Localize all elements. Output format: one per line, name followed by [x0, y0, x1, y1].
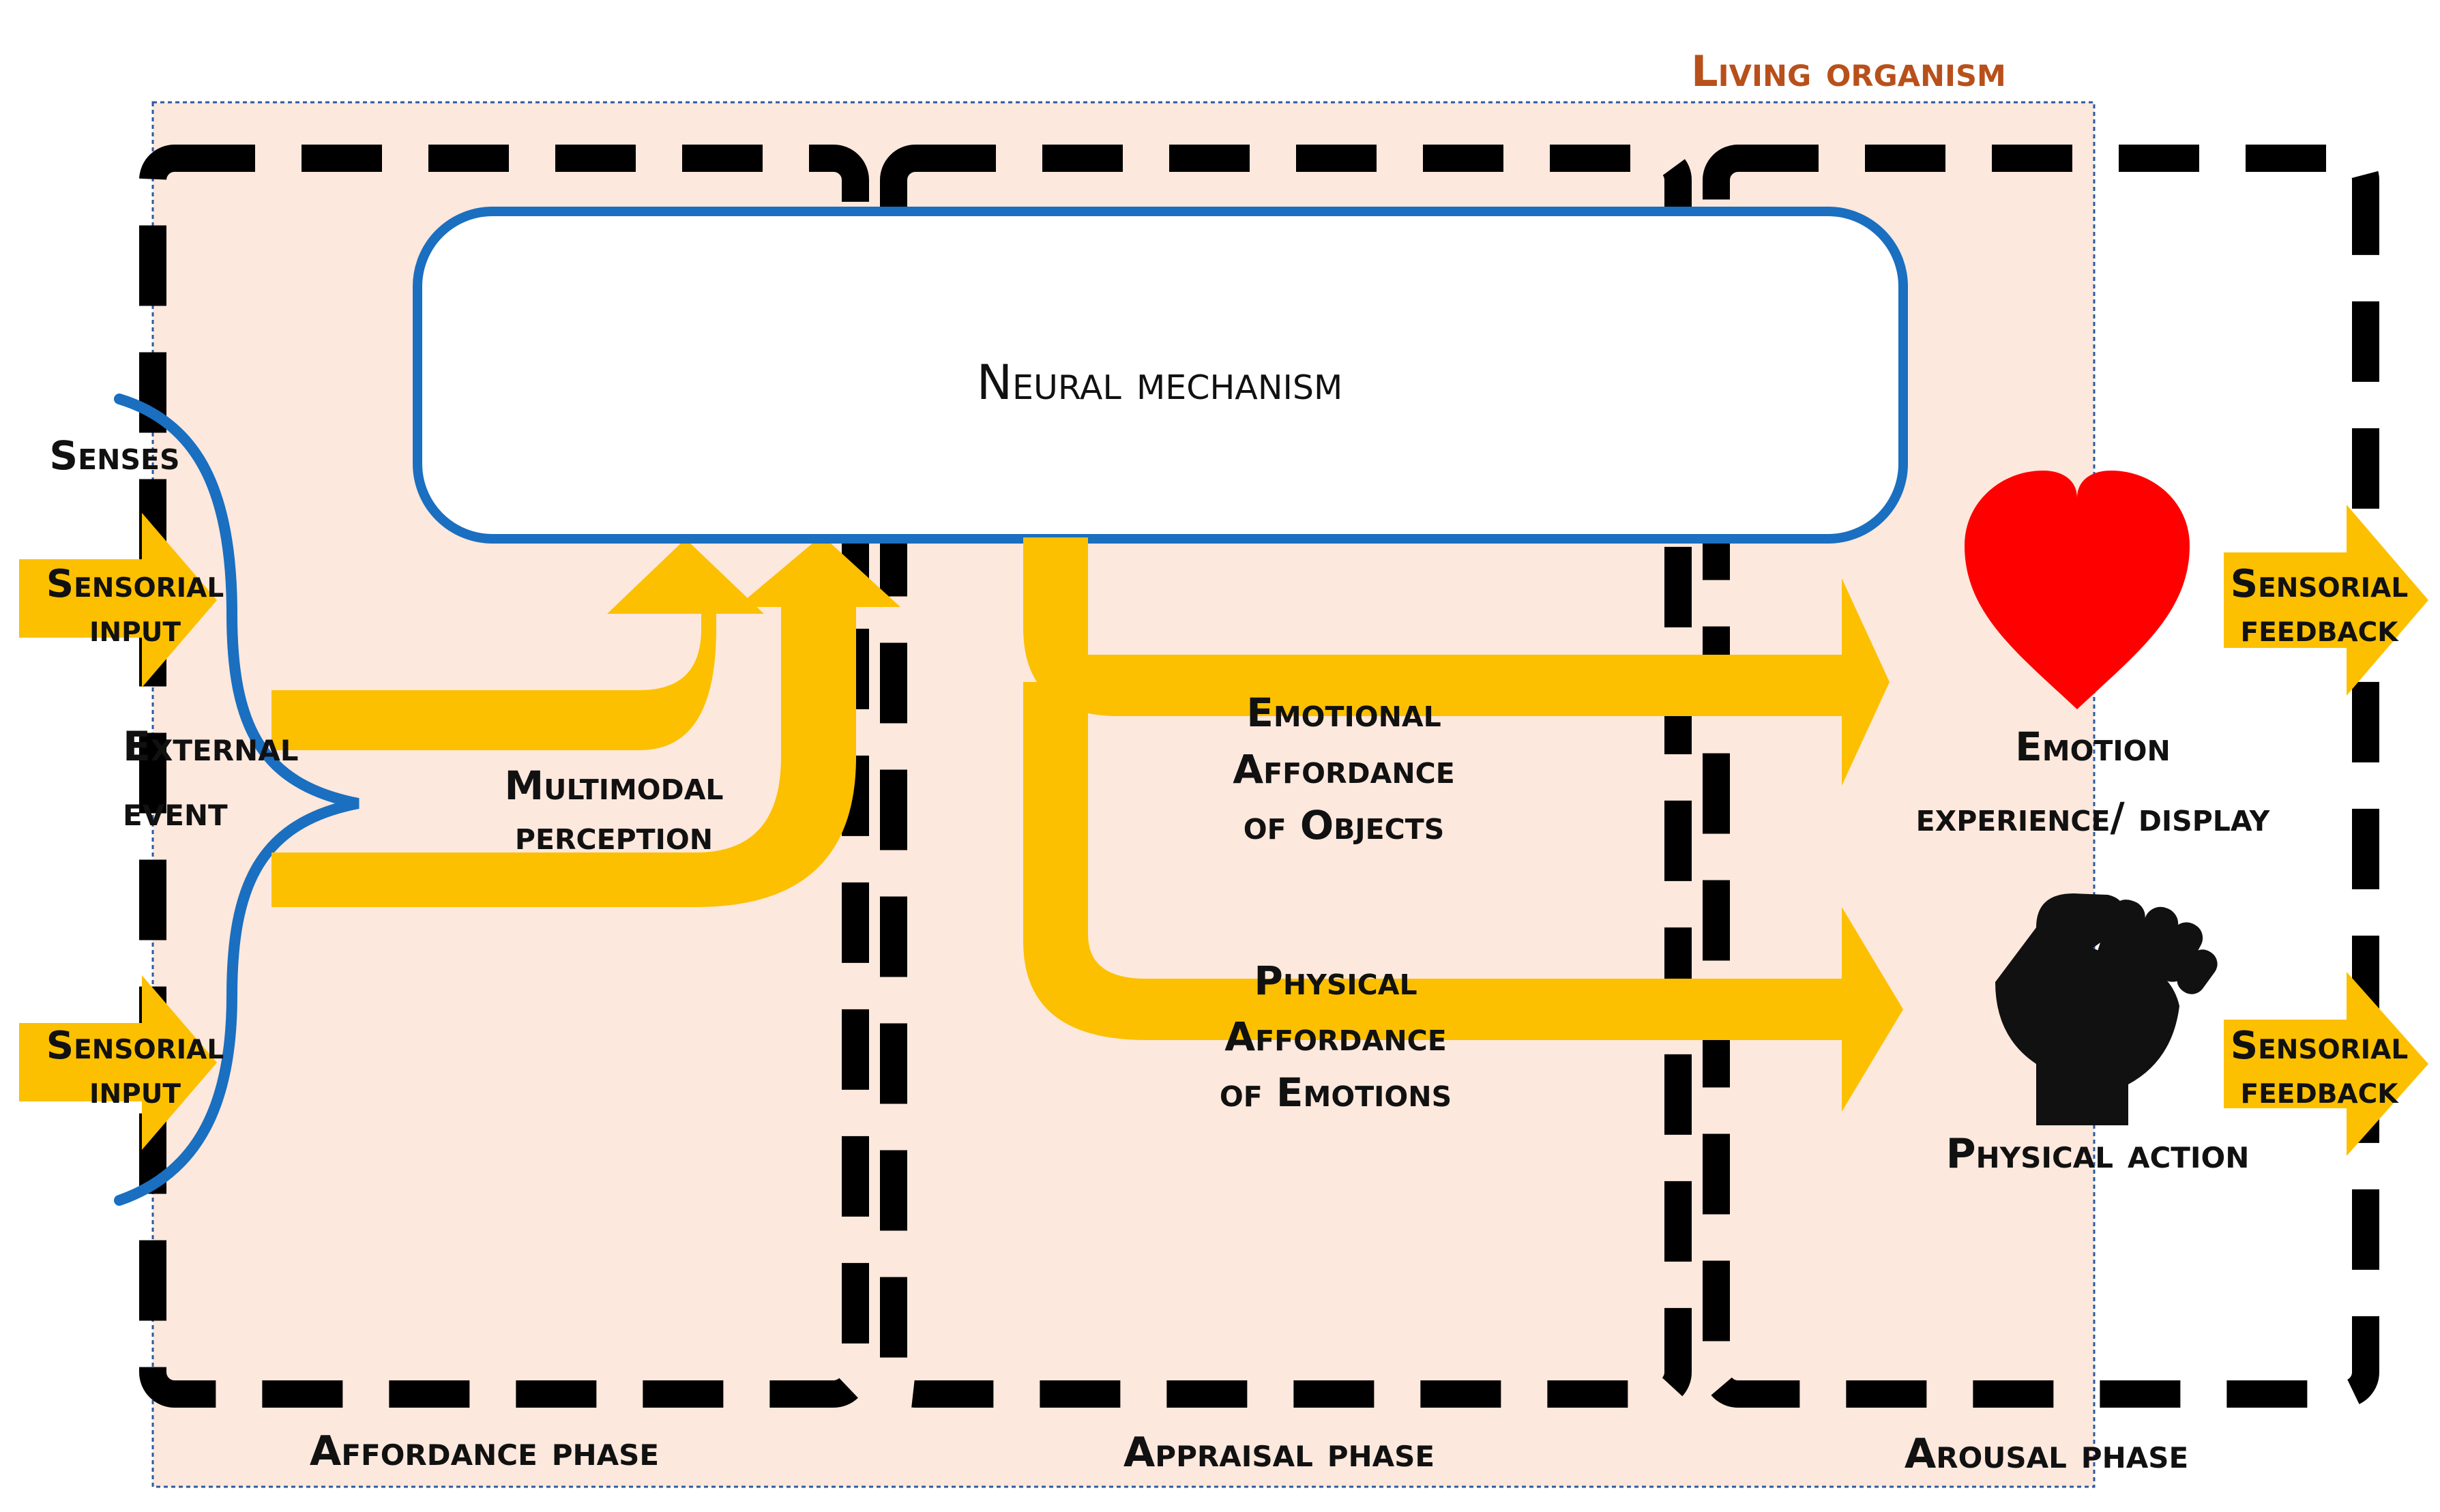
appraisal-phase-box	[880, 145, 1692, 1408]
external-event-label: External event	[123, 723, 298, 835]
sensorial-feedback-bottom-line-2: feedback	[2240, 1068, 2399, 1112]
living-organism-title: Living organism	[1691, 46, 2006, 96]
physical-affordance-arrow[interactable]	[1023, 682, 1903, 1112]
affordance-phase-box	[139, 145, 869, 1408]
emotion-line-1: Emotion	[2015, 724, 2171, 770]
emotional-affordance-label: Emotional Affordance of Objects	[1233, 690, 1455, 848]
sensorial-feedback-bottom-line-1: Sensorial	[2231, 1024, 2408, 1068]
sensorial-input-label-bottom: Sensorial input	[46, 1024, 224, 1112]
senses-label: Senses	[49, 432, 179, 479]
sensorial-input-label-top: Sensorial input	[46, 562, 224, 651]
physical-affordance-label: Physical Affordance of Emotions	[1220, 958, 1452, 1116]
affordance-phase-label: Affordance phase	[310, 1427, 659, 1475]
phase-labels: Affordance phase Appraisal phase Arousal…	[310, 1427, 2188, 1478]
sensorial-feedback-label-top: Sensorial feedback	[2231, 562, 2408, 651]
sensorial-input-arrow-bottom[interactable]	[19, 975, 217, 1150]
senses-brace	[114, 394, 359, 1206]
fist-icon	[1995, 893, 2218, 1125]
emotion-label: Emotion experience/ display	[1916, 724, 2271, 840]
sensorial-feedback-arrow-bottom[interactable]	[2224, 972, 2428, 1156]
emotional-affordance-line-3: of Objects	[1244, 802, 1444, 848]
heart-icon	[1965, 471, 2190, 709]
sensorial-feedback-arrow-top[interactable]	[2224, 505, 2428, 696]
arousal-phase-label: Arousal phase	[1905, 1430, 2188, 1478]
neural-mechanism-box[interactable]	[413, 207, 1908, 544]
external-event-line-1: External	[123, 723, 298, 771]
neural-mechanism-label: Neural mechanism	[977, 355, 1343, 411]
emotion-line-2: experience/ display	[1916, 794, 2271, 840]
sensorial-input-bottom-line-2: input	[89, 1068, 181, 1112]
arousal-phase-box	[1703, 145, 2379, 1408]
sensorial-input-top-line-2: input	[89, 606, 181, 651]
sensorial-input-arrow-top[interactable]	[19, 513, 217, 687]
external-event-line-2: event	[123, 788, 228, 835]
sensorial-input-top-line-1: Sensorial	[46, 562, 224, 606]
sensorial-feedback-top-line-2: feedback	[2240, 606, 2399, 651]
sensorial-feedback-top-line-1: Sensorial	[2231, 562, 2408, 606]
multimodal-perception-line-1: Multimodal	[504, 762, 723, 809]
perception-arrow-lower[interactable]	[271, 535, 900, 907]
emotional-affordance-arrow[interactable]	[1023, 537, 1890, 786]
perception-arrow-upper[interactable]	[271, 539, 764, 750]
sensorial-feedback-label-bottom: Sensorial feedback	[2231, 1024, 2408, 1112]
emotional-affordance-line-1: Emotional	[1246, 690, 1441, 736]
physical-affordance-line-1: Physical	[1254, 958, 1417, 1004]
physical-action-label: Physical action	[1946, 1130, 2250, 1178]
physical-affordance-line-2: Affordance	[1224, 1013, 1447, 1060]
multimodal-perception-label: Multimodal perception	[504, 762, 723, 859]
multimodal-perception-line-2: perception	[515, 812, 713, 859]
physical-affordance-line-3: of Emotions	[1220, 1069, 1452, 1116]
appraisal-phase-label: Appraisal phase	[1123, 1429, 1435, 1477]
emotional-affordance-line-2: Affordance	[1233, 746, 1455, 792]
phase-boxes	[139, 145, 2379, 1408]
sensorial-input-bottom-line-1: Sensorial	[46, 1024, 224, 1068]
